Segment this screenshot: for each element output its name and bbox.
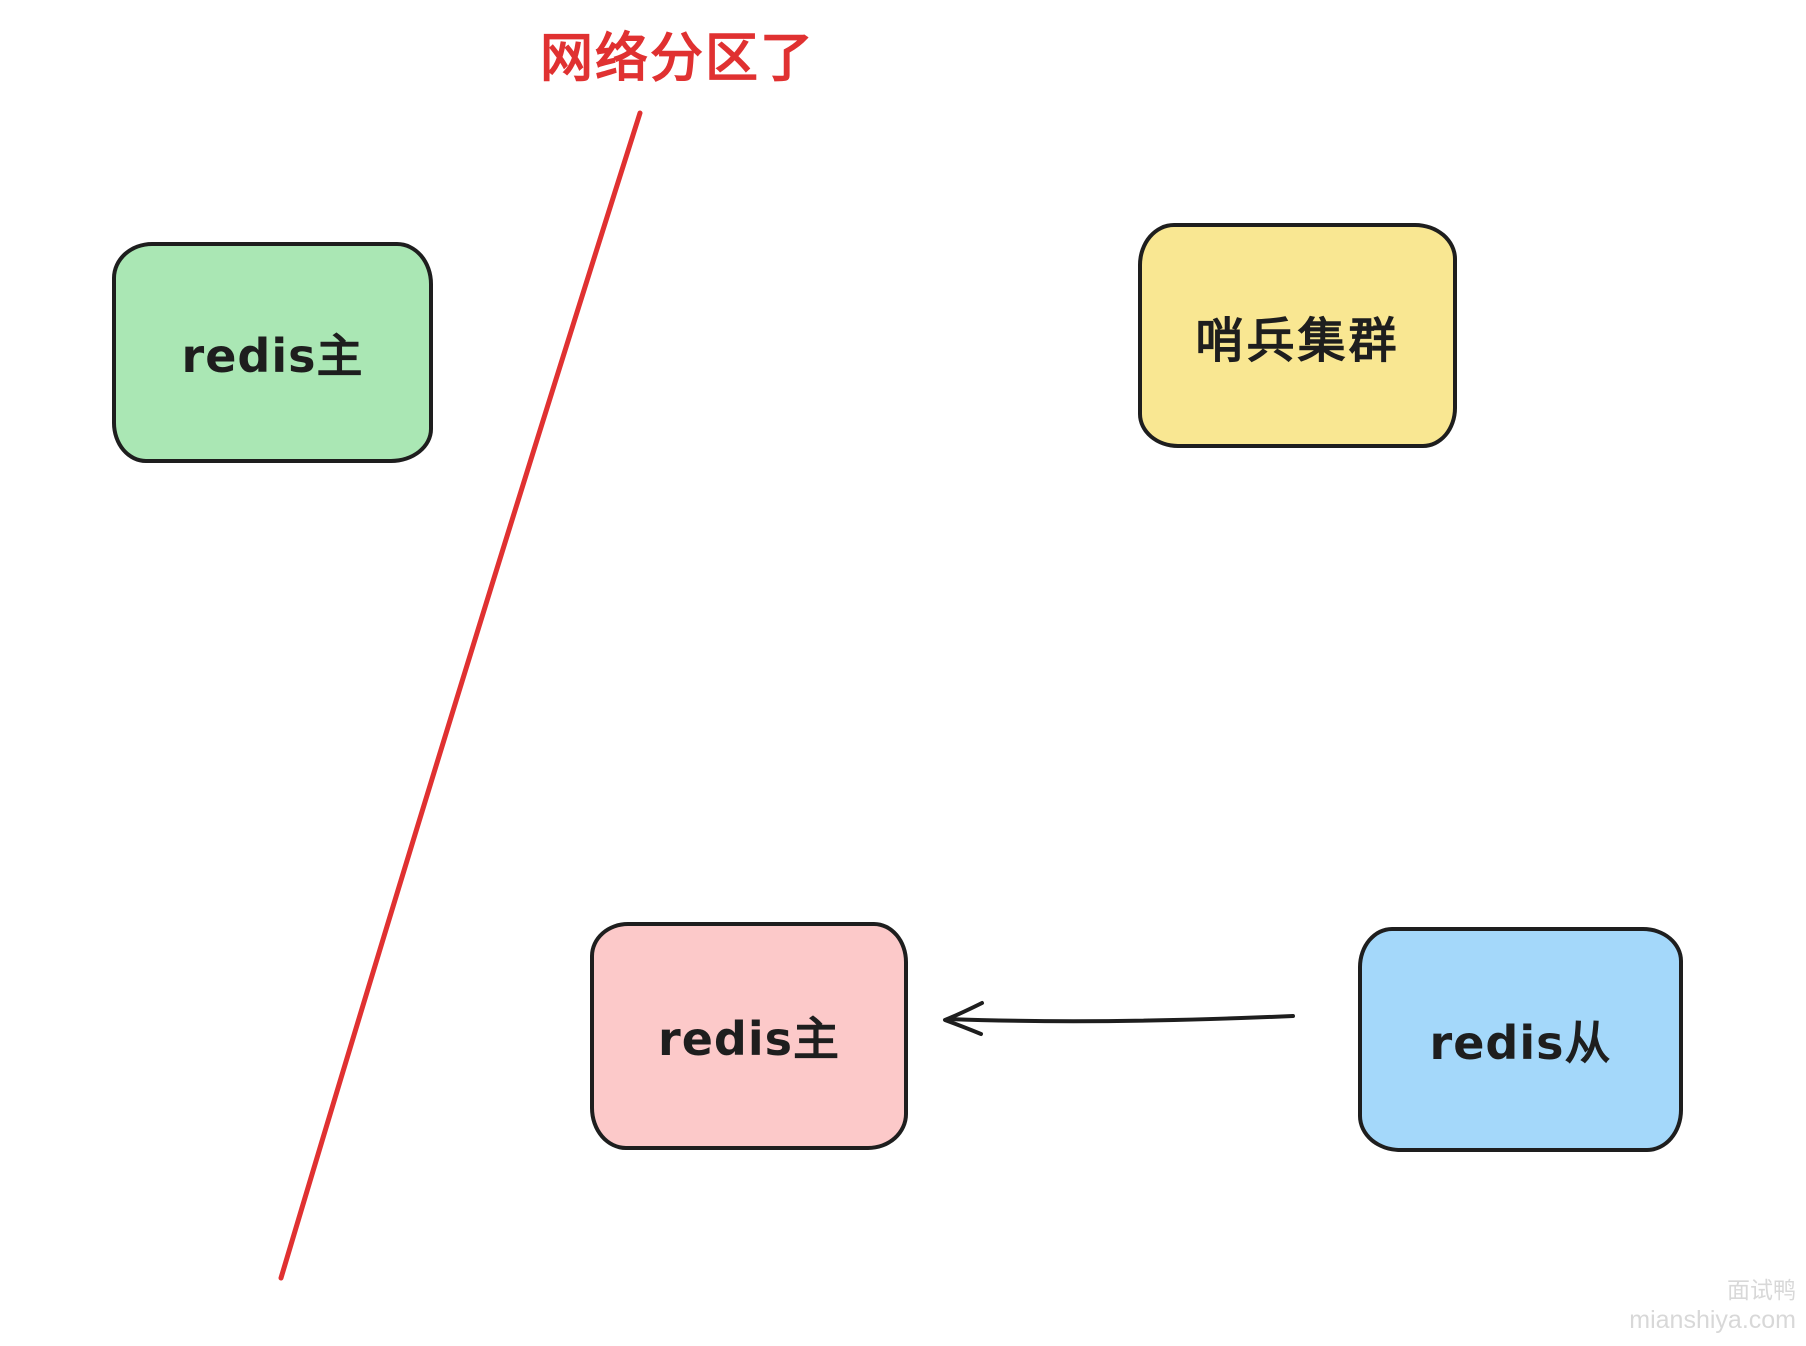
replication-arrow: [943, 1001, 1295, 1036]
node-redis-master-isolated-label: redis主: [181, 328, 364, 383]
watermark-url: mianshiya.com: [1629, 1305, 1796, 1334]
node-sentinel-cluster-label: 哨兵集群: [1195, 314, 1400, 368]
replication-arrow-shaft: [946, 1014, 1295, 1024]
node-sentinel-cluster: 哨兵集群: [1138, 223, 1457, 448]
replication-arrowhead-icon: [943, 1001, 984, 1036]
node-redis-master-new-label: redis主: [658, 1012, 840, 1066]
node-redis-master-new: redis主: [590, 922, 908, 1150]
partition-title: 网络分区了: [540, 29, 815, 88]
node-redis-master-isolated: redis主: [112, 242, 433, 463]
watermark: 面试鸭 mianshiya.com: [1629, 1276, 1796, 1336]
watermark-brand: 面试鸭: [1727, 1277, 1796, 1303]
node-redis-slave: redis从: [1358, 927, 1683, 1152]
node-redis-slave-label: redis从: [1429, 1015, 1612, 1070]
